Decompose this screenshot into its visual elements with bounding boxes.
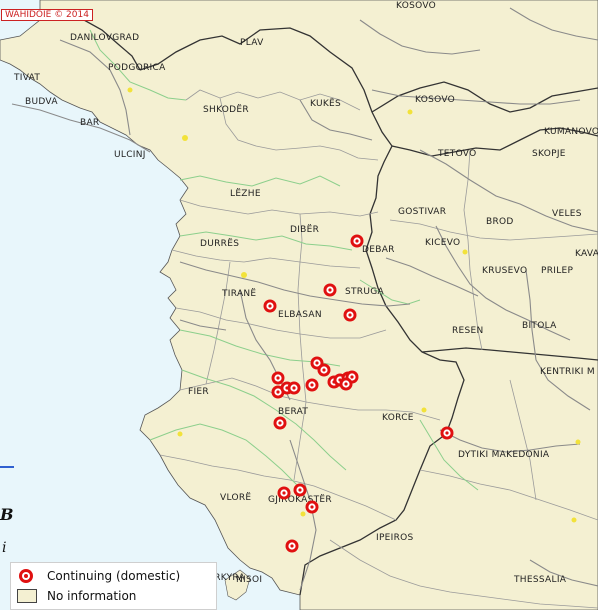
outbreak-marker[interactable] xyxy=(273,416,287,430)
outbreak-marker[interactable] xyxy=(305,500,319,514)
outbreak-markers xyxy=(263,234,454,553)
outbreak-marker[interactable] xyxy=(317,363,331,377)
place-label: SKOPJE xyxy=(532,149,566,159)
place-label: DEBAR xyxy=(362,245,395,255)
place-label: KUKËS xyxy=(310,98,341,109)
place-label: BUDVA xyxy=(25,97,58,107)
place-label: NISOI xyxy=(236,575,262,585)
city-dot xyxy=(575,439,581,445)
place-label: GJIROKASTËR xyxy=(268,494,332,505)
outbreak-marker[interactable] xyxy=(271,371,285,385)
no-info-swatch-icon xyxy=(17,589,37,603)
place-label: LËZHE xyxy=(230,188,261,199)
place-label: BITOLA xyxy=(522,321,557,331)
place-label: DANILOVGRAD xyxy=(70,33,139,43)
place-label: PODGORICA xyxy=(108,63,166,73)
place-label: KICEVO xyxy=(425,238,460,248)
place-label: BROD xyxy=(486,217,514,227)
city-dot xyxy=(571,517,577,523)
place-label: TIRANË xyxy=(221,288,256,299)
city-dot xyxy=(421,407,427,413)
place-label: ELBASAN xyxy=(278,310,322,320)
city-dot xyxy=(177,431,183,437)
place-label: DYTIKI MAKEDONIA xyxy=(458,450,550,460)
place-label: KOSOVO xyxy=(396,1,436,11)
outbreak-marker[interactable] xyxy=(350,234,364,248)
map-legend: Continuing (domestic) No information xyxy=(10,562,217,610)
outbreak-marker[interactable] xyxy=(287,381,301,395)
city-dot xyxy=(462,249,468,255)
city-dot xyxy=(182,135,188,141)
legend-row-continuing: Continuing (domestic) xyxy=(17,567,180,585)
place-label: DURRËS xyxy=(200,238,239,249)
region-borders xyxy=(159,89,598,609)
outbreak-marker[interactable] xyxy=(305,378,319,392)
outbreak-marker[interactable] xyxy=(277,486,291,500)
outbreak-marker[interactable] xyxy=(343,308,357,322)
margin-letter-b: B xyxy=(0,505,14,524)
city-dot xyxy=(407,109,413,115)
margin-rule xyxy=(0,466,14,468)
legend-no-info-label: No information xyxy=(47,589,137,603)
legend-row-no-info: No information xyxy=(17,587,136,605)
place-label: STRUGA xyxy=(345,287,385,297)
place-label: TETOVO xyxy=(437,149,477,159)
outbreak-marker[interactable] xyxy=(440,426,454,440)
island-kerkyra xyxy=(224,569,251,601)
city-dot xyxy=(241,272,247,278)
place-label: KERKYRA xyxy=(202,573,246,583)
place-label: DIBËR xyxy=(290,224,319,235)
place-label: ULCINJ xyxy=(114,150,146,160)
place-label: GOSTIVAR xyxy=(398,207,446,217)
place-label: KOSOVO xyxy=(415,95,455,105)
place-label: VELES xyxy=(552,209,582,219)
place-label: KORCE xyxy=(382,413,414,423)
city-dot xyxy=(127,87,133,93)
place-label: SHKODËR xyxy=(203,104,249,115)
place-label: TIVAT xyxy=(13,73,40,83)
place-label: PLAV xyxy=(240,38,264,48)
outbreak-marker[interactable] xyxy=(293,483,307,497)
margin-letter-i: i xyxy=(2,540,6,556)
outbreak-marker[interactable] xyxy=(323,283,337,297)
place-label: RESEN xyxy=(452,326,484,336)
city-dot xyxy=(300,511,306,517)
place-label: BAR xyxy=(80,118,100,128)
place-label: THESSALIA xyxy=(513,575,567,585)
place-label: BERAT xyxy=(278,407,308,417)
outbreak-marker-icon xyxy=(17,569,37,583)
place-label: KRUSEVO xyxy=(482,266,527,276)
place-label: KENTRIKI M xyxy=(540,367,595,377)
place-label: VLORË xyxy=(220,492,251,503)
credit-label: WAHIDOIE © 2014 xyxy=(1,9,93,21)
outbreak-marker[interactable] xyxy=(263,299,277,313)
legend-continuing-label: Continuing (domestic) xyxy=(47,569,181,583)
country-borders xyxy=(39,15,598,596)
place-label: IPEIROS xyxy=(376,533,414,543)
place-label: KUMANOVO xyxy=(544,127,598,137)
outbreak-marker[interactable] xyxy=(339,377,353,391)
place-label: PRILEP xyxy=(541,266,574,276)
place-label: FIER xyxy=(188,387,209,397)
city-markers xyxy=(127,87,581,523)
place-label: KAVA xyxy=(575,249,598,259)
roads xyxy=(11,7,598,591)
place-labels: DANILOVGRAD PLAV PODGORICA TIVAT BUDVA B… xyxy=(13,1,598,585)
outbreak-marker[interactable] xyxy=(285,539,299,553)
